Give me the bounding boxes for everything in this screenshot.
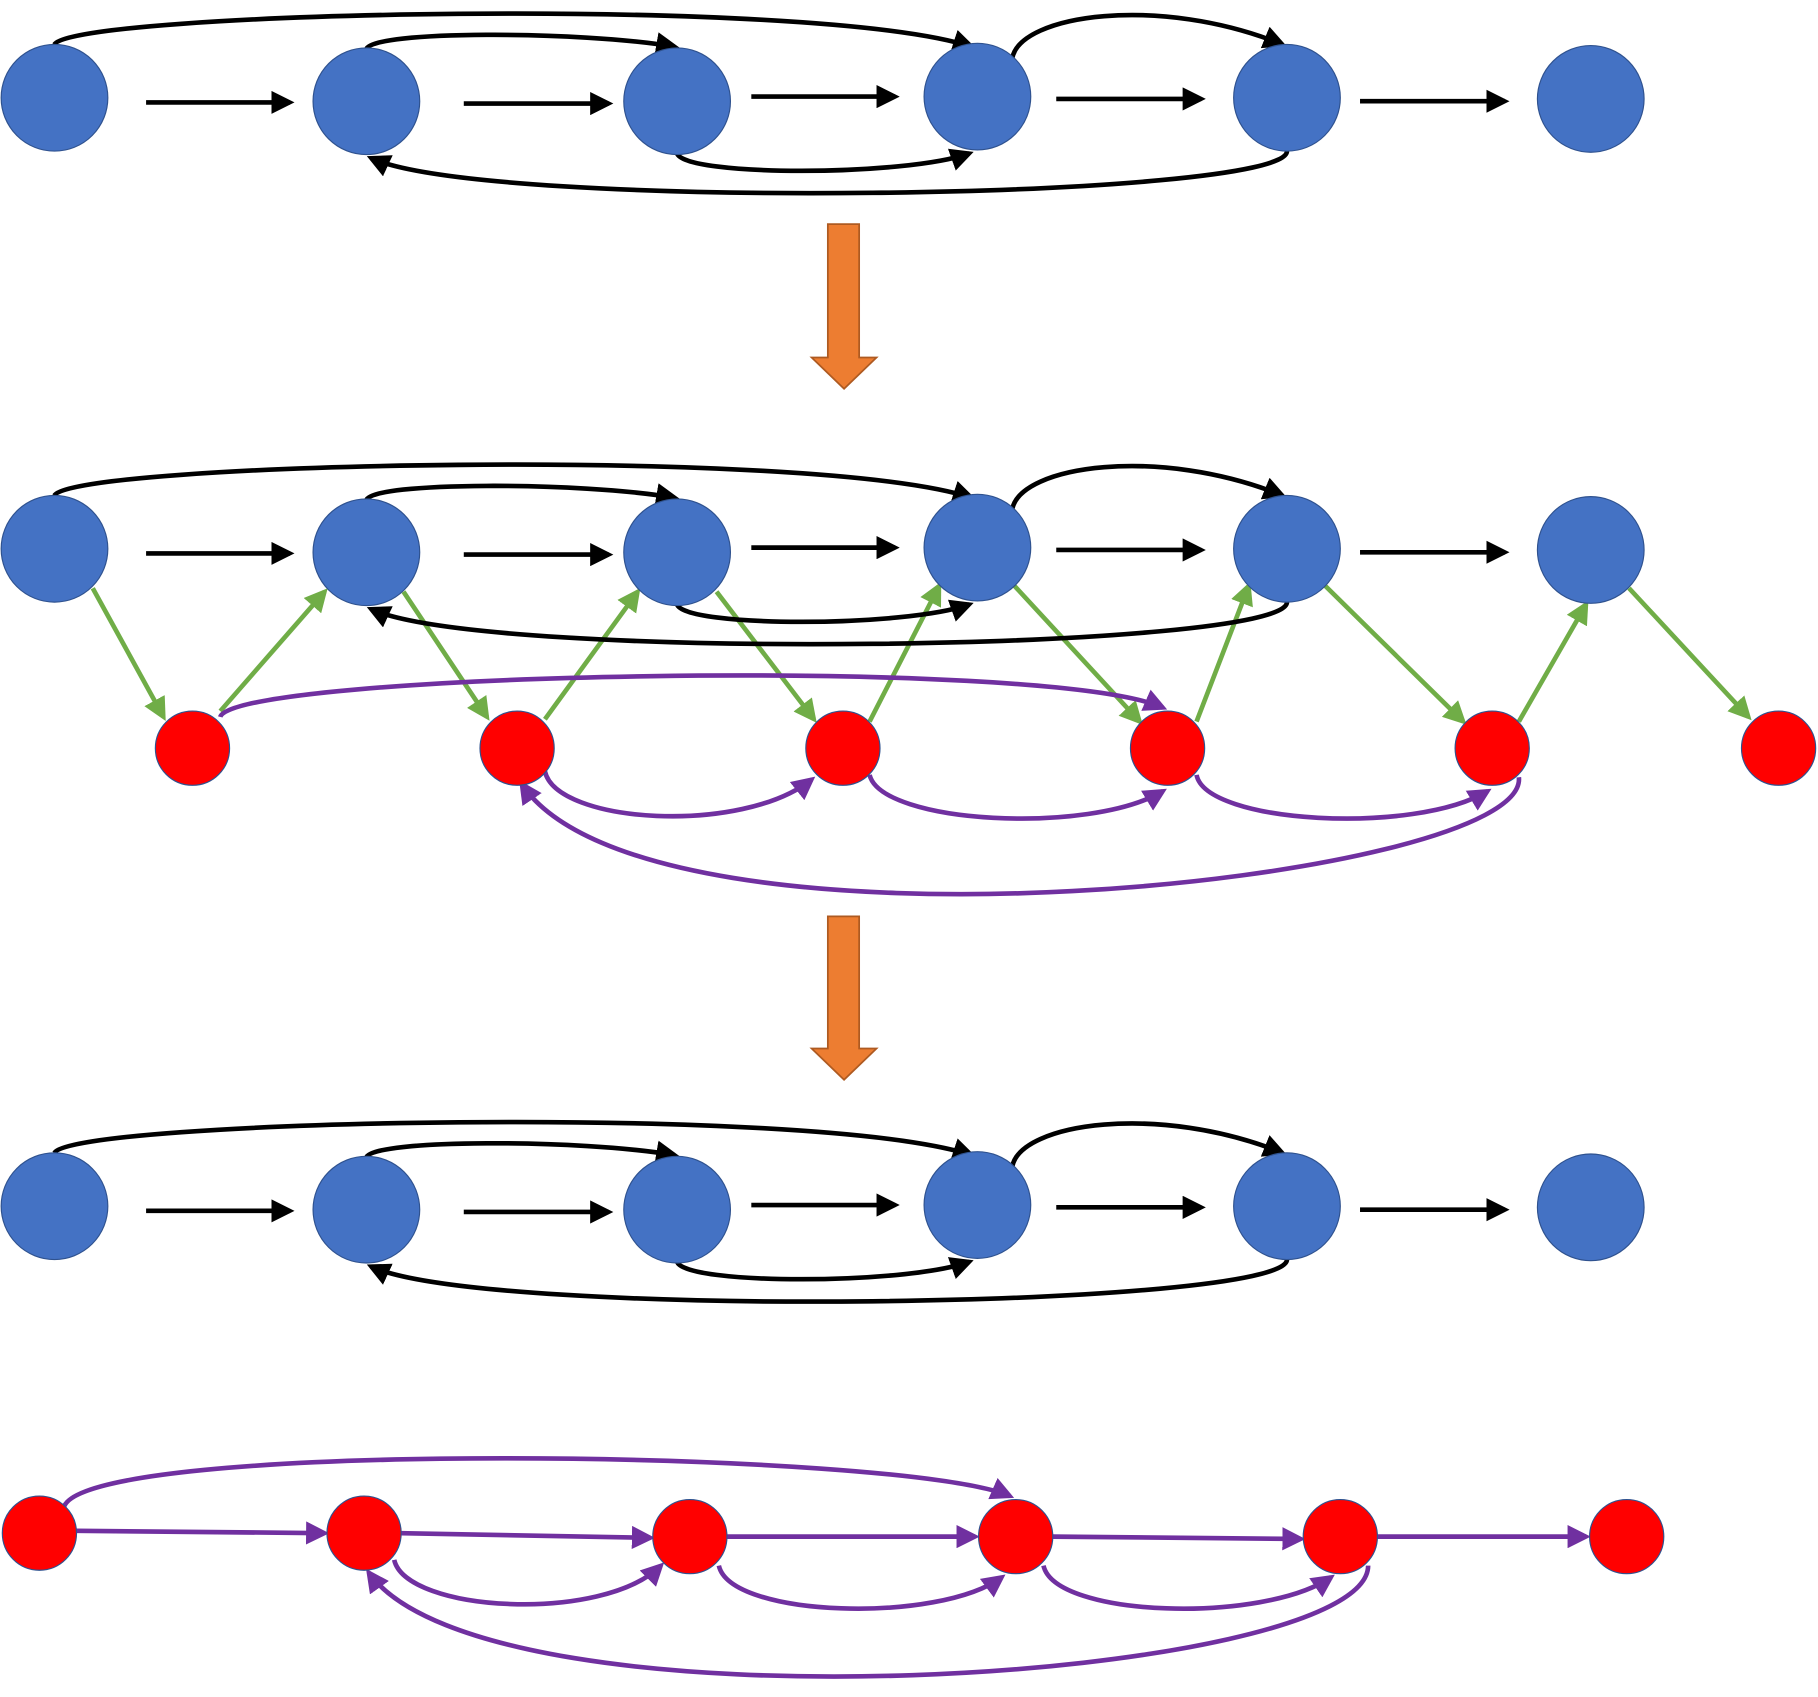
transform-arrow-1 bbox=[809, 223, 879, 390]
stage-split-blue-graph bbox=[1, 1122, 1644, 1302]
red-nodes bbox=[154, 710, 1817, 786]
green-edges bbox=[90, 581, 1752, 725]
stage-split-red-graph bbox=[1, 1456, 1665, 1679]
stage-original-graph bbox=[1, 14, 1644, 194]
blue-layer bbox=[1, 465, 1644, 645]
purple-edges bbox=[218, 673, 1522, 897]
transform-arrow-2 bbox=[809, 915, 879, 1082]
stage-combined-graph bbox=[1, 465, 1817, 897]
